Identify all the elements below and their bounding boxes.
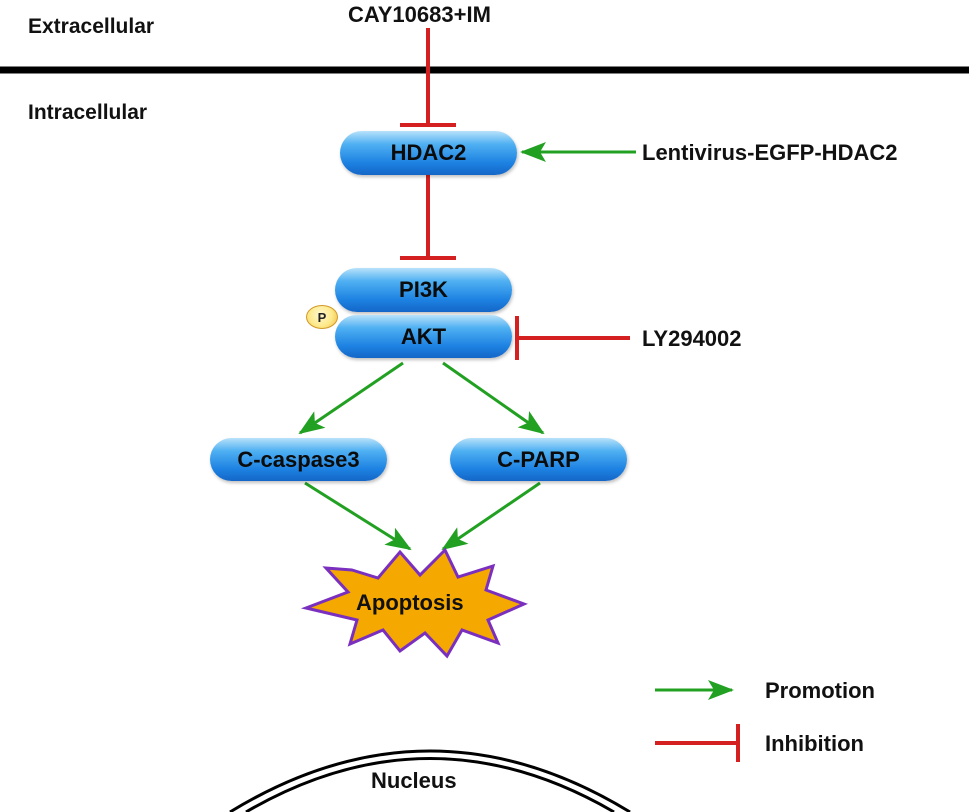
hdac2-node: HDAC2 <box>340 131 517 175</box>
phosphorylation-badge: P <box>306 305 338 329</box>
extracellular-label: Extracellular <box>28 15 155 38</box>
c-parp-node: C-PARP <box>450 438 627 481</box>
legend-promotion-label: Promotion <box>765 678 875 703</box>
ly294002-label: LY294002 <box>642 326 742 351</box>
akt-node: AKT <box>335 315 512 358</box>
c-caspase3-node: C-caspase3 <box>210 438 387 481</box>
promote-arrow-akt-parp <box>442 361 545 435</box>
intracellular-label: Intracellular <box>28 101 148 124</box>
pi3k-node: PI3K <box>335 268 512 312</box>
nucleus-envelope-outer <box>229 749 631 812</box>
nucleus-label: Nucleus <box>371 768 457 793</box>
top-agent-label: CAY10683+IM <box>348 2 491 27</box>
legend-inhibition-label: Inhibition <box>765 731 864 756</box>
nucleus-envelope-inner <box>245 757 615 812</box>
promote-arrow-parp-apoptosis <box>441 481 541 551</box>
lentivirus-label: Lentivirus-EGFP-HDAC2 <box>642 140 898 165</box>
promote-arrow-akt-caspase3 <box>298 361 404 435</box>
promote-arrow-caspase3-apoptosis <box>304 481 412 551</box>
apoptosis-label: Apoptosis <box>356 590 464 615</box>
apoptosis-burst <box>300 547 528 659</box>
